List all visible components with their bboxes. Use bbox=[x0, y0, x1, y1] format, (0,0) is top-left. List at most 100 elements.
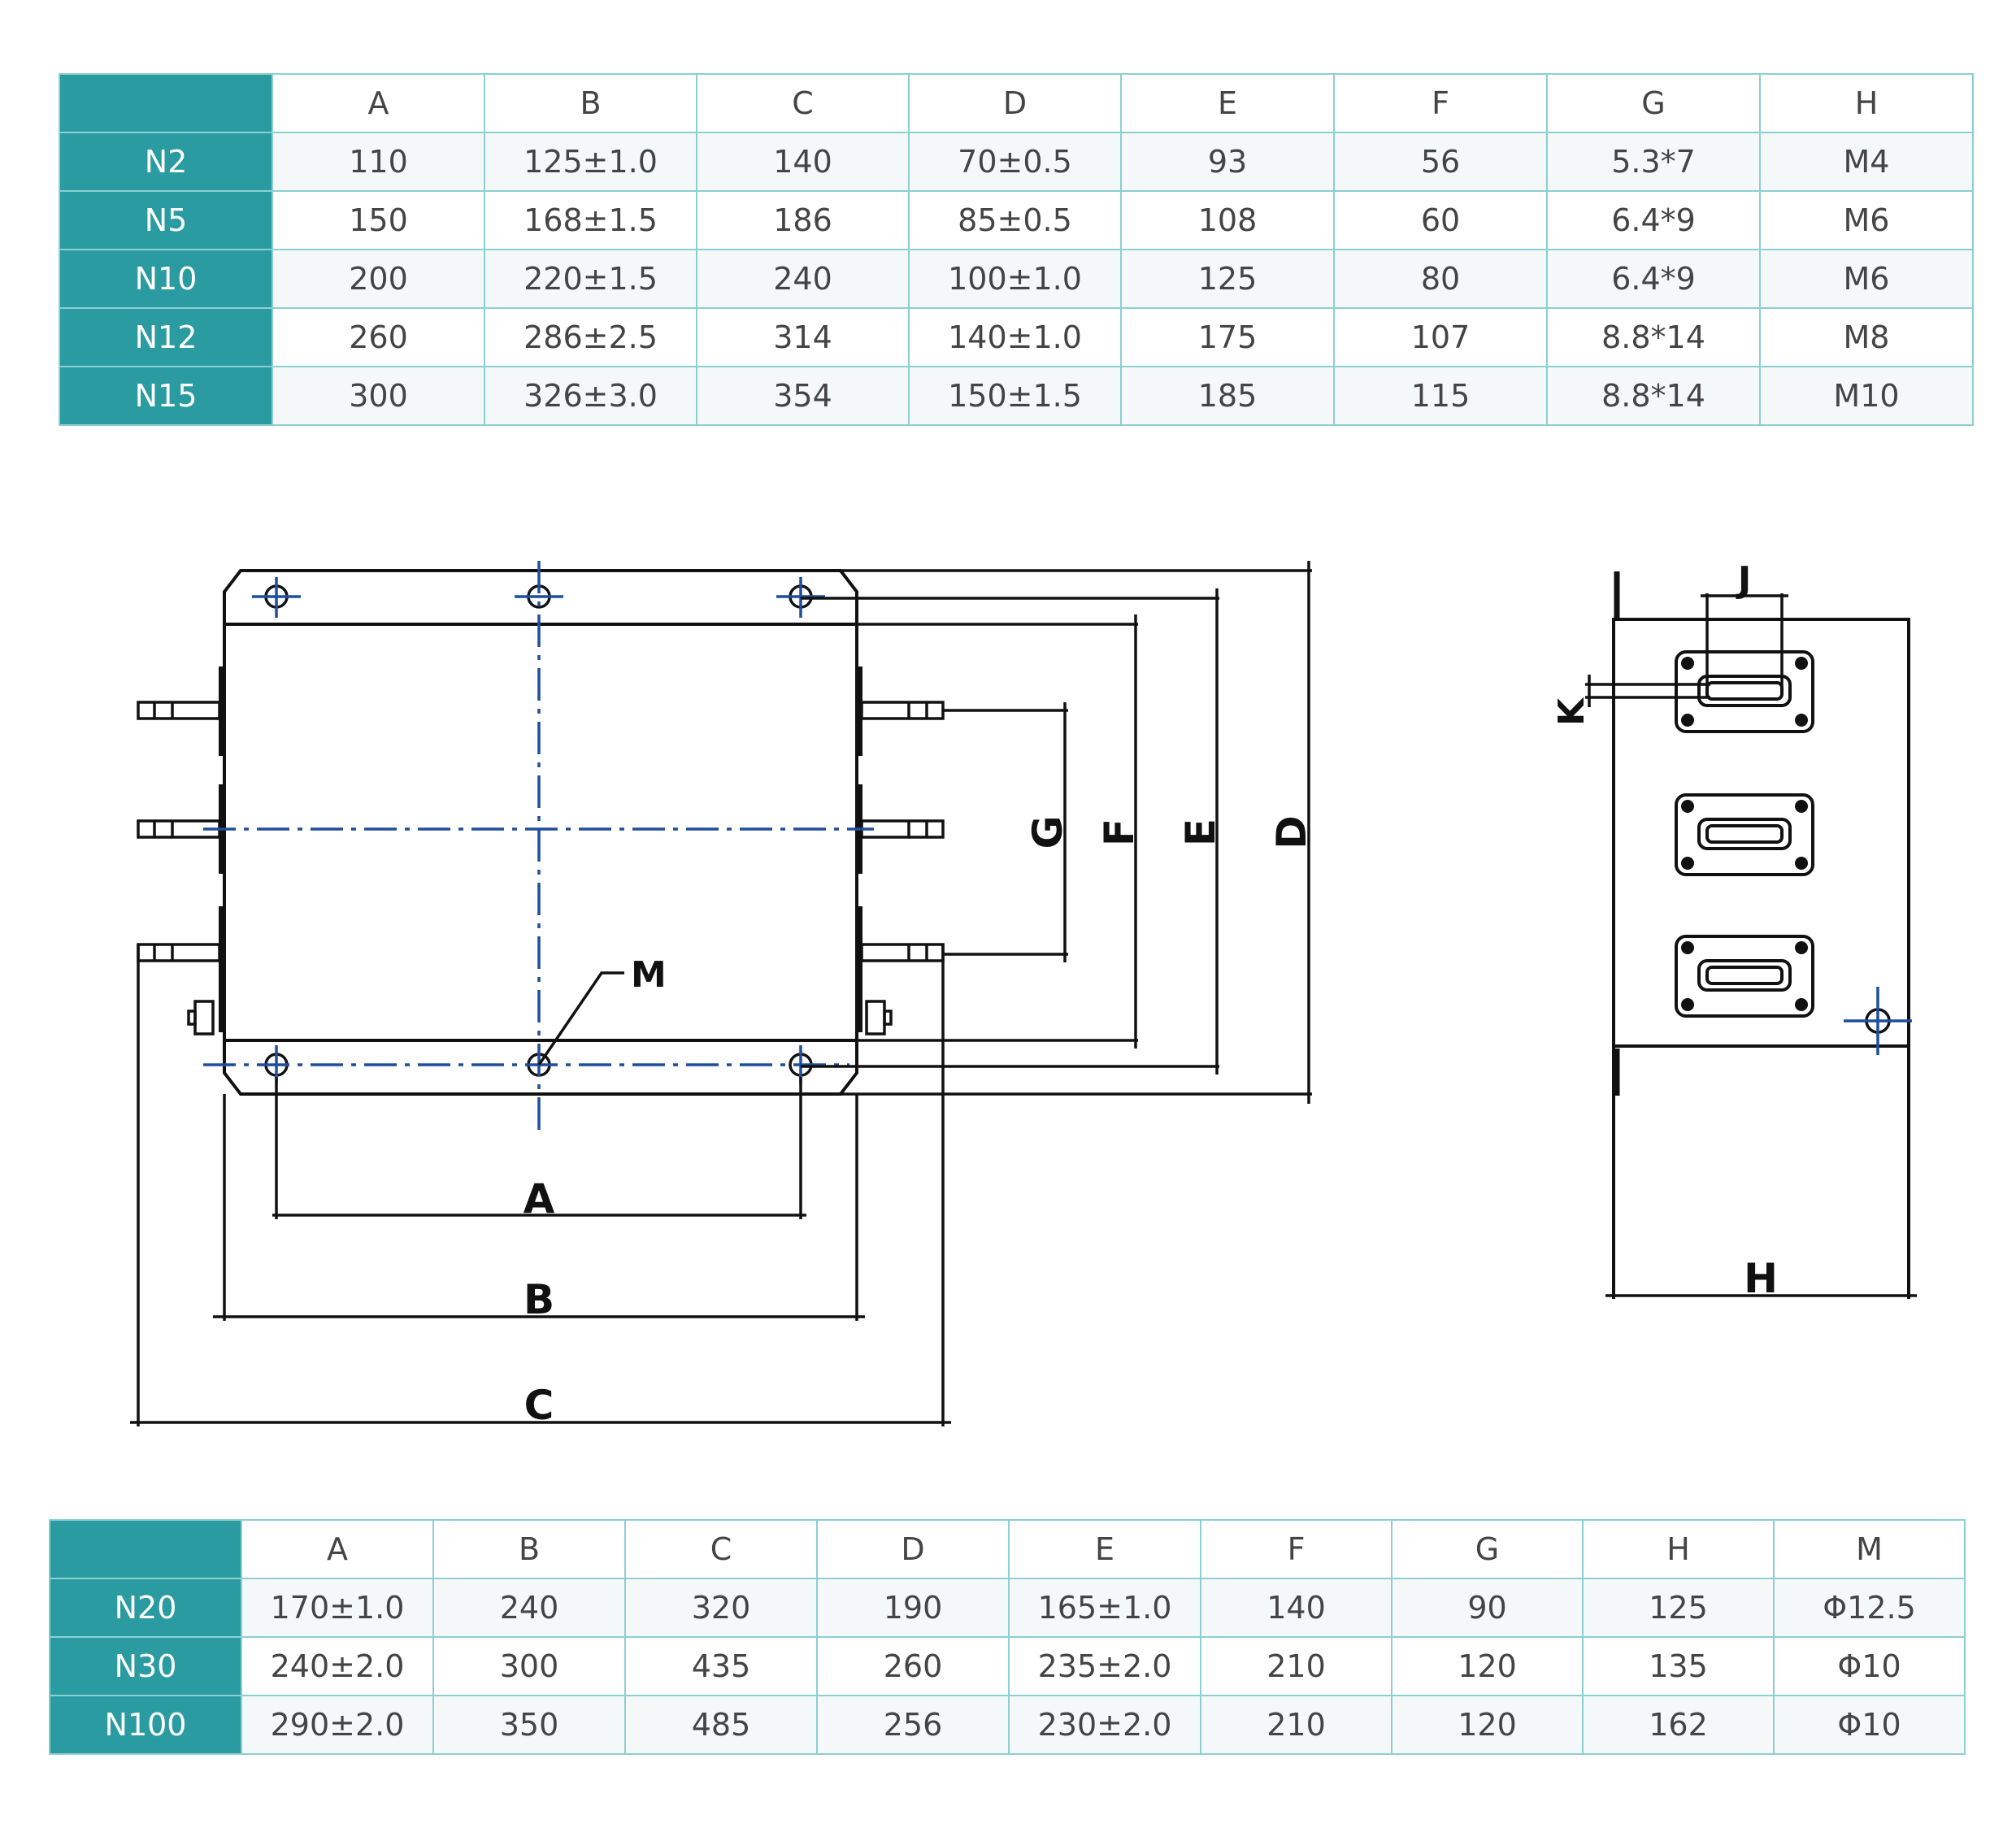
table-cell: 125 bbox=[1120, 249, 1335, 309]
column-header: C bbox=[696, 73, 910, 133]
table-cell: 240±2.0 bbox=[241, 1636, 434, 1696]
label-c: C bbox=[524, 1382, 554, 1429]
label-b: B bbox=[524, 1276, 554, 1323]
table-cell: 175 bbox=[1120, 307, 1335, 367]
table-cell: 150±1.5 bbox=[908, 366, 1122, 426]
table-cell: M6 bbox=[1759, 190, 1974, 250]
table-cell: 210 bbox=[1200, 1695, 1393, 1755]
table-cell: 120 bbox=[1391, 1636, 1584, 1696]
table-row: N2 110 125±1.0 140 70±0.5 93 56 5.3*7 M4 bbox=[59, 132, 1974, 192]
table-cell: 186 bbox=[696, 190, 910, 250]
column-header: H bbox=[1582, 1519, 1775, 1579]
table-cell: 300 bbox=[272, 366, 485, 426]
table-cell: 314 bbox=[696, 307, 910, 367]
model-label: N5 bbox=[59, 190, 273, 250]
column-header: E bbox=[1120, 73, 1335, 133]
table-cell: 185 bbox=[1120, 366, 1335, 426]
table-cell: Φ10 bbox=[1773, 1636, 1966, 1696]
table-cell: 6.4*9 bbox=[1546, 249, 1761, 309]
column-header: A bbox=[241, 1519, 434, 1579]
table-cell: 230±2.0 bbox=[1008, 1695, 1201, 1755]
table-cell: M8 bbox=[1759, 307, 1974, 367]
side-terminal-blocks bbox=[1675, 650, 1814, 1018]
table-cell: 485 bbox=[624, 1695, 818, 1755]
column-header: B bbox=[432, 1519, 626, 1579]
center-lines bbox=[203, 561, 874, 1130]
right-terminals bbox=[860, 701, 945, 1036]
table-cell: 60 bbox=[1333, 190, 1548, 250]
column-header: F bbox=[1333, 73, 1548, 133]
table-cell: 125 bbox=[1582, 1578, 1775, 1638]
model-label: N30 bbox=[49, 1636, 242, 1696]
table-cell: M10 bbox=[1759, 366, 1974, 426]
terminal-screws bbox=[1681, 657, 1808, 1011]
table-corner-cell bbox=[49, 1519, 242, 1579]
front-view-outline bbox=[223, 569, 858, 1096]
table-cell: 320 bbox=[624, 1578, 818, 1638]
label-h: H bbox=[1744, 1255, 1778, 1302]
table-cell: 93 bbox=[1120, 132, 1335, 192]
column-header: G bbox=[1391, 1519, 1584, 1579]
table-cell: 326±3.0 bbox=[484, 366, 697, 426]
table-row: N12 260 286±2.5 314 140±1.0 175 107 8.8*… bbox=[59, 307, 1974, 367]
table-cell: 200 bbox=[272, 249, 485, 309]
table-cell: 260 bbox=[272, 307, 485, 367]
table-cell: 125±1.0 bbox=[484, 132, 697, 192]
front-view bbox=[137, 569, 945, 1096]
column-header: E bbox=[1008, 1519, 1201, 1579]
table-cell: 108 bbox=[1120, 190, 1335, 250]
table-cell: Φ12.5 bbox=[1773, 1578, 1966, 1638]
table-cell: 150 bbox=[272, 190, 485, 250]
column-header: D bbox=[816, 1519, 1010, 1579]
column-header: D bbox=[908, 73, 1122, 133]
table-cell: 168±1.5 bbox=[484, 190, 697, 250]
table-cell: 286±2.5 bbox=[484, 307, 697, 367]
table-row: N30 240±2.0 300 435 260 235±2.0 210 120 … bbox=[49, 1636, 1966, 1696]
column-header: G bbox=[1546, 73, 1761, 133]
table-cell: 135 bbox=[1582, 1636, 1775, 1696]
label-k: K bbox=[1551, 697, 1592, 726]
table-corner-cell bbox=[59, 73, 273, 133]
model-label: N2 bbox=[59, 132, 273, 192]
label-e: E bbox=[1177, 818, 1224, 846]
side-view bbox=[1585, 571, 1917, 1299]
table-header-row: A B C D E F G H M bbox=[49, 1519, 1966, 1579]
table-cell: 260 bbox=[816, 1636, 1010, 1696]
label-m: M bbox=[631, 954, 667, 996]
table-row: N15 300 326±3.0 354 150±1.5 185 115 8.8*… bbox=[59, 366, 1974, 426]
table-row: N5 150 168±1.5 186 85±0.5 108 60 6.4*9 M… bbox=[59, 190, 1974, 250]
table-cell: 162 bbox=[1582, 1695, 1775, 1755]
table-cell: 235±2.0 bbox=[1008, 1636, 1201, 1696]
table-cell: M4 bbox=[1759, 132, 1974, 192]
table-cell: 220±1.5 bbox=[484, 249, 697, 309]
table-row: N20 170±1.0 240 320 190 165±1.0 140 90 1… bbox=[49, 1578, 1966, 1638]
model-label: N10 bbox=[59, 249, 273, 309]
table-cell: 256 bbox=[816, 1695, 1010, 1755]
column-header: B bbox=[484, 73, 697, 133]
dimension-table-large-models: A B C D E F G H M N20 170±1.0 240 320 19… bbox=[49, 1519, 1966, 1755]
table-cell: 8.8*14 bbox=[1546, 366, 1761, 426]
model-label: N12 bbox=[59, 307, 273, 367]
model-label: N20 bbox=[49, 1578, 242, 1638]
left-terminals bbox=[137, 701, 221, 1036]
label-f: F bbox=[1096, 818, 1143, 846]
table-cell: 165±1.0 bbox=[1008, 1578, 1201, 1638]
model-label: N15 bbox=[59, 366, 273, 426]
table-cell: 300 bbox=[432, 1636, 626, 1696]
model-label: N100 bbox=[49, 1695, 242, 1755]
front-dimension-lines bbox=[130, 561, 1312, 1426]
table-header-row: A B C D E F G H bbox=[59, 73, 1974, 133]
table-cell: 115 bbox=[1333, 366, 1548, 426]
dimension-table-small-models: A B C D E F G H N2 110 125±1.0 140 70±0.… bbox=[59, 73, 1974, 426]
table-cell: 290±2.0 bbox=[241, 1695, 434, 1755]
column-header: A bbox=[272, 73, 485, 133]
table-cell: 90 bbox=[1391, 1578, 1584, 1638]
table-cell: 140 bbox=[1200, 1578, 1393, 1638]
table-row: N10 200 220±1.5 240 100±1.0 125 80 6.4*9… bbox=[59, 249, 1974, 309]
table-cell: 5.3*7 bbox=[1546, 132, 1761, 192]
label-d: D bbox=[1268, 815, 1315, 849]
table-cell: 110 bbox=[272, 132, 485, 192]
table-cell: 100±1.0 bbox=[908, 249, 1122, 309]
table-cell: 240 bbox=[696, 249, 910, 309]
